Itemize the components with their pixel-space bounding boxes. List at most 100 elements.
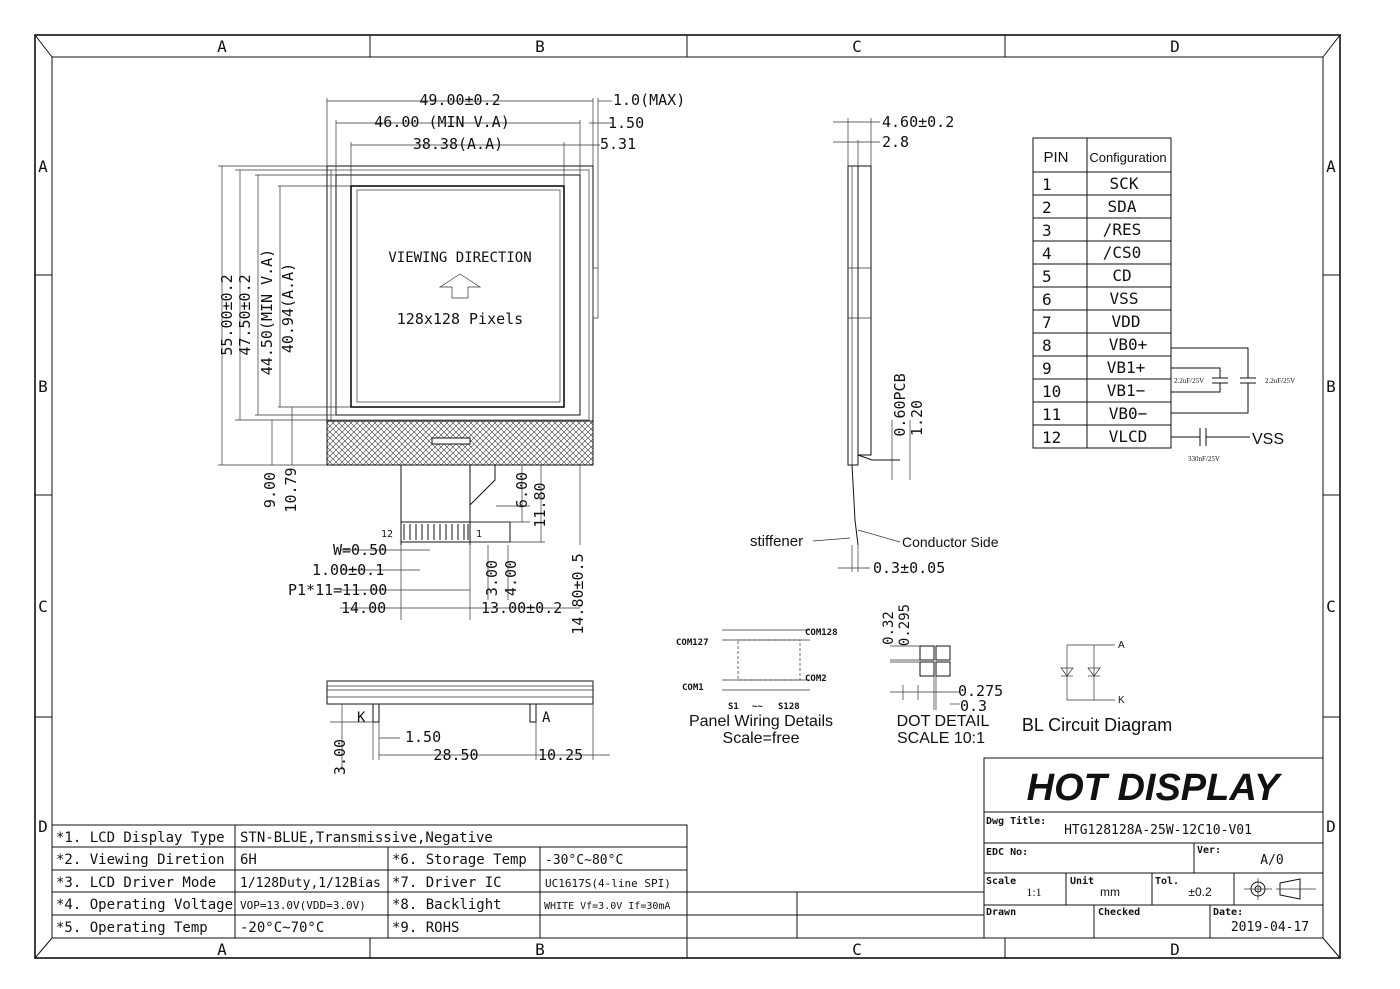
pin-function: VB0+ — [1109, 335, 1148, 354]
pin-function: VB0− — [1109, 404, 1148, 423]
col-label-a-top: A — [217, 37, 227, 56]
spec-label: *3. LCD Driver Mode — [56, 875, 216, 891]
ver-label: Ver: — [1197, 845, 1221, 856]
spec-label: *7. Driver IC — [392, 875, 502, 891]
dim-pin-height: 3.00 — [331, 739, 349, 775]
pin-number: 7 — [1042, 313, 1052, 332]
dwg-title-label: Dwg Title: — [986, 815, 1046, 827]
pin-table-rows — [1033, 171, 1171, 426]
spec-value: UC1617S(4-line SPI) — [545, 877, 671, 890]
dim-height-view-area: 44.50(MIN V.A) — [258, 249, 276, 375]
dim-fpc-4: 4.00 — [502, 560, 520, 596]
spec-labels-left: *1. LCD Display Type *2. Viewing Diretio… — [56, 830, 233, 936]
row-label-a-left: A — [38, 157, 48, 176]
pin-number: 6 — [1042, 290, 1052, 309]
pin-k-label: K — [357, 710, 366, 726]
com2-label: COM2 — [805, 674, 827, 684]
pin-number: 8 — [1042, 336, 1052, 355]
tilde-label: ~~ — [752, 702, 763, 712]
row-label-d-left: D — [38, 817, 48, 836]
drawn-label: Drawn — [986, 907, 1016, 918]
spec-value: -20°C~70°C — [240, 920, 324, 936]
spec-label: *5. Operating Temp — [56, 920, 208, 936]
date-label: Date: — [1213, 907, 1243, 918]
pin-function: VLCD — [1109, 427, 1148, 446]
conductor-side-label: Conductor Side — [902, 534, 999, 550]
spec-value: 1/128Duty,1/12Bias — [240, 876, 381, 891]
dim-bottom-1: 9.00 — [261, 472, 279, 508]
pin-number: 12 — [1042, 428, 1061, 447]
s128-label: S128 — [778, 702, 800, 712]
dim-thickness: 4.60±0.2 — [882, 113, 954, 131]
viewing-direction-label: VIEWING DIRECTION — [388, 250, 531, 266]
company-logo-text: HOT DISPLAY — [1027, 767, 1283, 809]
zone-labels: A B C D A B C D A B C D A B C D — [38, 37, 1336, 959]
pin-function: CD — [1112, 266, 1131, 285]
panel-wiring-title: Panel Wiring Details — [689, 713, 833, 730]
s1-label: S1 — [728, 702, 739, 712]
col-label-a-bottom: A — [217, 940, 227, 959]
spec-label: *9. ROHS — [392, 920, 459, 936]
dim-dot-4: 0.3 — [960, 697, 987, 715]
pin-number: 10 — [1042, 382, 1061, 401]
row-label-b-right: B — [1326, 377, 1336, 396]
panel-wiring-scale: Scale=free — [723, 730, 800, 747]
spec-values-right: -30°C~80°C UC1617S(4-line SPI) WHITE Vf=… — [544, 853, 671, 912]
bl-circuit: A K BL Circuit Diagram — [1022, 640, 1172, 735]
dim-fpc-11-8: 11.80 — [531, 482, 549, 527]
fpc-pin-last: 1 — [476, 529, 482, 540]
dwg-title: HTG128128A-25W-12C10-V01 — [1064, 823, 1252, 838]
com128-label: COM128 — [805, 628, 838, 638]
dim-fpc-pitch: P1*11=11.00 — [288, 581, 387, 599]
spec-label: *6. Storage Temp — [392, 852, 527, 868]
unit-label: Unit — [1070, 875, 1094, 887]
dim-pin-offset: 10.25 — [538, 746, 583, 764]
stiffener-label: stiffener — [750, 533, 803, 550]
ver-value: A/0 — [1260, 853, 1283, 868]
dim-width-active-area: 38.38(A.A) — [413, 135, 503, 153]
spec-value: WHITE Vf=3.0V If=30mA — [544, 901, 670, 912]
pin-number: 5 — [1042, 267, 1052, 286]
dim-fpc-thickness: 0.3±0.05 — [873, 559, 945, 577]
dim-dot-2: 0.295 — [897, 604, 913, 646]
unit-value: mm — [1100, 885, 1120, 899]
pin-number: 11 — [1042, 405, 1061, 424]
pin-number: 4 — [1042, 244, 1052, 263]
spec-value: STN-BLUE,Transmissive,Negative — [240, 830, 493, 846]
pin-number: 1 — [1042, 175, 1052, 194]
col-label-b-top: B — [535, 37, 545, 56]
dim-pin-spacing: 28.50 — [433, 746, 478, 764]
bl-anode-label: A — [1118, 640, 1125, 651]
col-label-d-bottom: D — [1170, 940, 1180, 959]
dim-offset-2: 5.31 — [600, 135, 636, 153]
spec-label: *8. Backlight — [392, 897, 502, 913]
dot-detail: 0.32 0.295 0.275 0.3 DOT DETAIL SCALE 10… — [881, 604, 1003, 747]
row-label-a-right: A — [1326, 157, 1336, 176]
row-label-c-right: C — [1326, 597, 1336, 616]
col-label-c-bottom: C — [852, 940, 862, 959]
col-label-c-top: C — [852, 37, 862, 56]
dim-fpc-13: 13.00±0.2 — [481, 599, 562, 617]
pin-function: /RES — [1103, 220, 1142, 239]
pin-function: VSS — [1110, 289, 1139, 308]
cap3-label: 330nF/25V — [1188, 455, 1220, 463]
panel-wiring: COM127 COM128 COM1 COM2 S1 ~~ S128 Panel… — [676, 628, 838, 747]
bl-cathode-label: K — [1118, 695, 1125, 706]
dim-height-total: 55.00±0.2 — [218, 274, 236, 355]
cap2-label: 2.2uF/25V — [1265, 377, 1295, 385]
front-view: VIEWING DIRECTION 128x128 Pixels 12 1 — [218, 91, 685, 635]
pin-function: VDD — [1112, 312, 1141, 331]
pin-number: 3 — [1042, 221, 1052, 240]
pin-a-label: A — [542, 710, 551, 726]
vss-label: VSS — [1252, 431, 1284, 448]
side-view: 4.60±0.2 2.8 0.60PCB 1.20 0.3±0.05 stiff… — [750, 113, 999, 577]
bottom-view: K A 1.50 3.00 28.50 10.25 — [326, 680, 610, 775]
col-label-b-bottom: B — [535, 940, 545, 959]
pin-function: VB1+ — [1107, 358, 1146, 377]
spec-value: 6H — [240, 852, 257, 868]
scale-label: Scale — [986, 876, 1016, 887]
pin-numbers: 1 2 3 4 5 6 7 8 9 10 11 12 — [1042, 175, 1061, 447]
dim-glass: 2.8 — [882, 133, 909, 151]
dim-width-total: 49.00±0.2 — [419, 91, 500, 109]
